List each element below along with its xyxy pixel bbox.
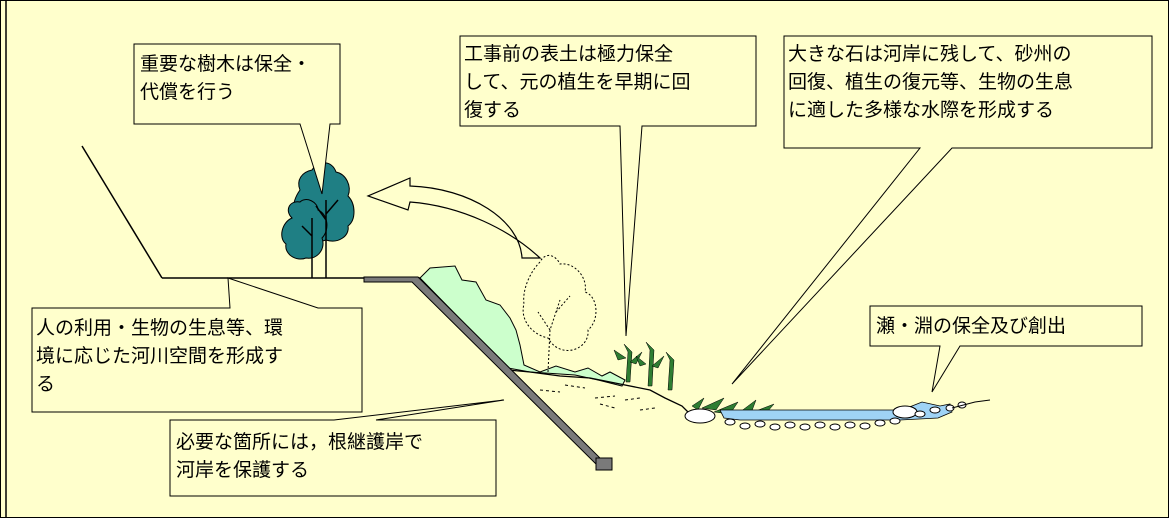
dotted-tree-trunk (537, 295, 571, 373)
callout-trees-text: 重要な樹木は保全・ 代償を行う (140, 53, 312, 103)
callout-space-bubble (31, 277, 363, 413)
soil-dashes (539, 384, 656, 411)
curved-arrow-icon (366, 177, 542, 259)
callout-space-text: 人の利用・生物の生息等、環 境に応じた河川空間を形成す る (36, 317, 284, 395)
bank-slope-line (81, 145, 163, 279)
callout-stones-text: 大きな石は河岸に残して、砂州の 回復、植生の復元等、生物の生息 に適した多様な水… (788, 43, 1074, 121)
callout-rapids-text: 瀬・淵の保全及び創出 (876, 315, 1067, 337)
callout-revetment-text: 必要な箇所には，根継護岸で 河岸を保護する (176, 431, 424, 481)
dotted-tree (522, 255, 597, 351)
tree-icon (281, 162, 355, 278)
ground-surface (507, 369, 691, 415)
callout-revetment-bubble (169, 399, 505, 497)
callout-topsoil-text: 工事前の表土は極力保全 して、元の植生を早期に回 復する (464, 43, 691, 121)
callout-topsoil-bubble (459, 35, 757, 337)
revetment-footing (595, 457, 613, 471)
callout-trees-bubble (133, 43, 341, 195)
right-bank-line (951, 399, 991, 409)
callout-rapids-bubble (869, 305, 1143, 393)
riverbed-stones (684, 401, 967, 431)
callout-stones-bubble (731, 35, 1153, 385)
